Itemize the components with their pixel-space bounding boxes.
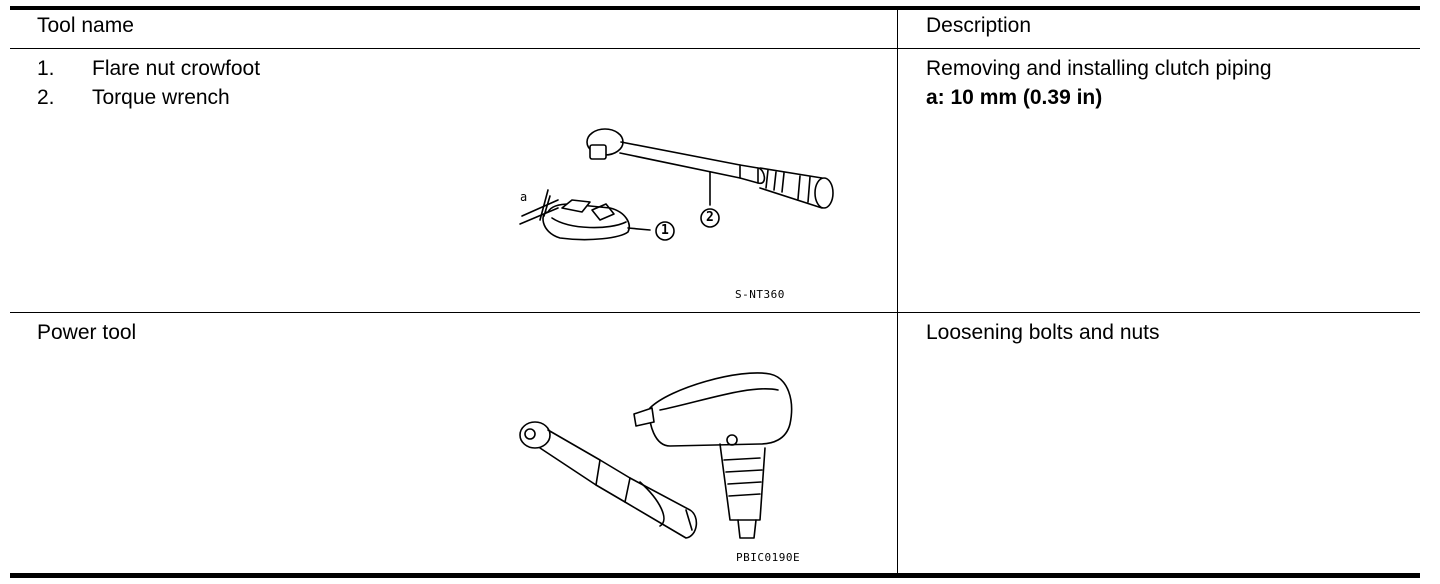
air-ratchet-icon	[519, 421, 698, 539]
callout-2: 2	[706, 210, 715, 225]
figure-power-tools	[519, 372, 793, 539]
figure-code-2: PBIC0190E	[736, 551, 801, 564]
item-label-2: Torque wrench	[92, 86, 230, 109]
table-bottom-rule	[10, 573, 1420, 578]
row2-tool-name: Power tool	[37, 321, 137, 344]
item-number-1: 1.	[37, 57, 55, 80]
row1-description: Removing and installing clutch piping	[926, 57, 1272, 80]
row1-spec: a: 10 mm (0.39 in)	[926, 86, 1103, 109]
figure-label-a: a	[520, 190, 528, 204]
table-top-rule	[10, 6, 1420, 10]
row2-description: Loosening bolts and nuts	[926, 321, 1160, 344]
column-divider	[897, 8, 898, 574]
header-tool-name: Tool name	[37, 14, 134, 37]
header-bottom-rule	[10, 48, 1420, 49]
impact-wrench-icon	[633, 372, 793, 539]
item-number-2: 2.	[37, 86, 55, 109]
torque-wrench-icon	[586, 128, 834, 209]
row-divider-rule	[10, 312, 1420, 313]
item-label-1: Flare nut crowfoot	[92, 57, 261, 80]
header-description: Description	[926, 14, 1032, 37]
callout-1: 1	[661, 223, 670, 238]
flare-nut-crowfoot-icon	[519, 189, 651, 241]
figure-flare-nut-and-torque-wrench	[519, 128, 834, 241]
figure-code-1: S-NT360	[735, 288, 785, 301]
